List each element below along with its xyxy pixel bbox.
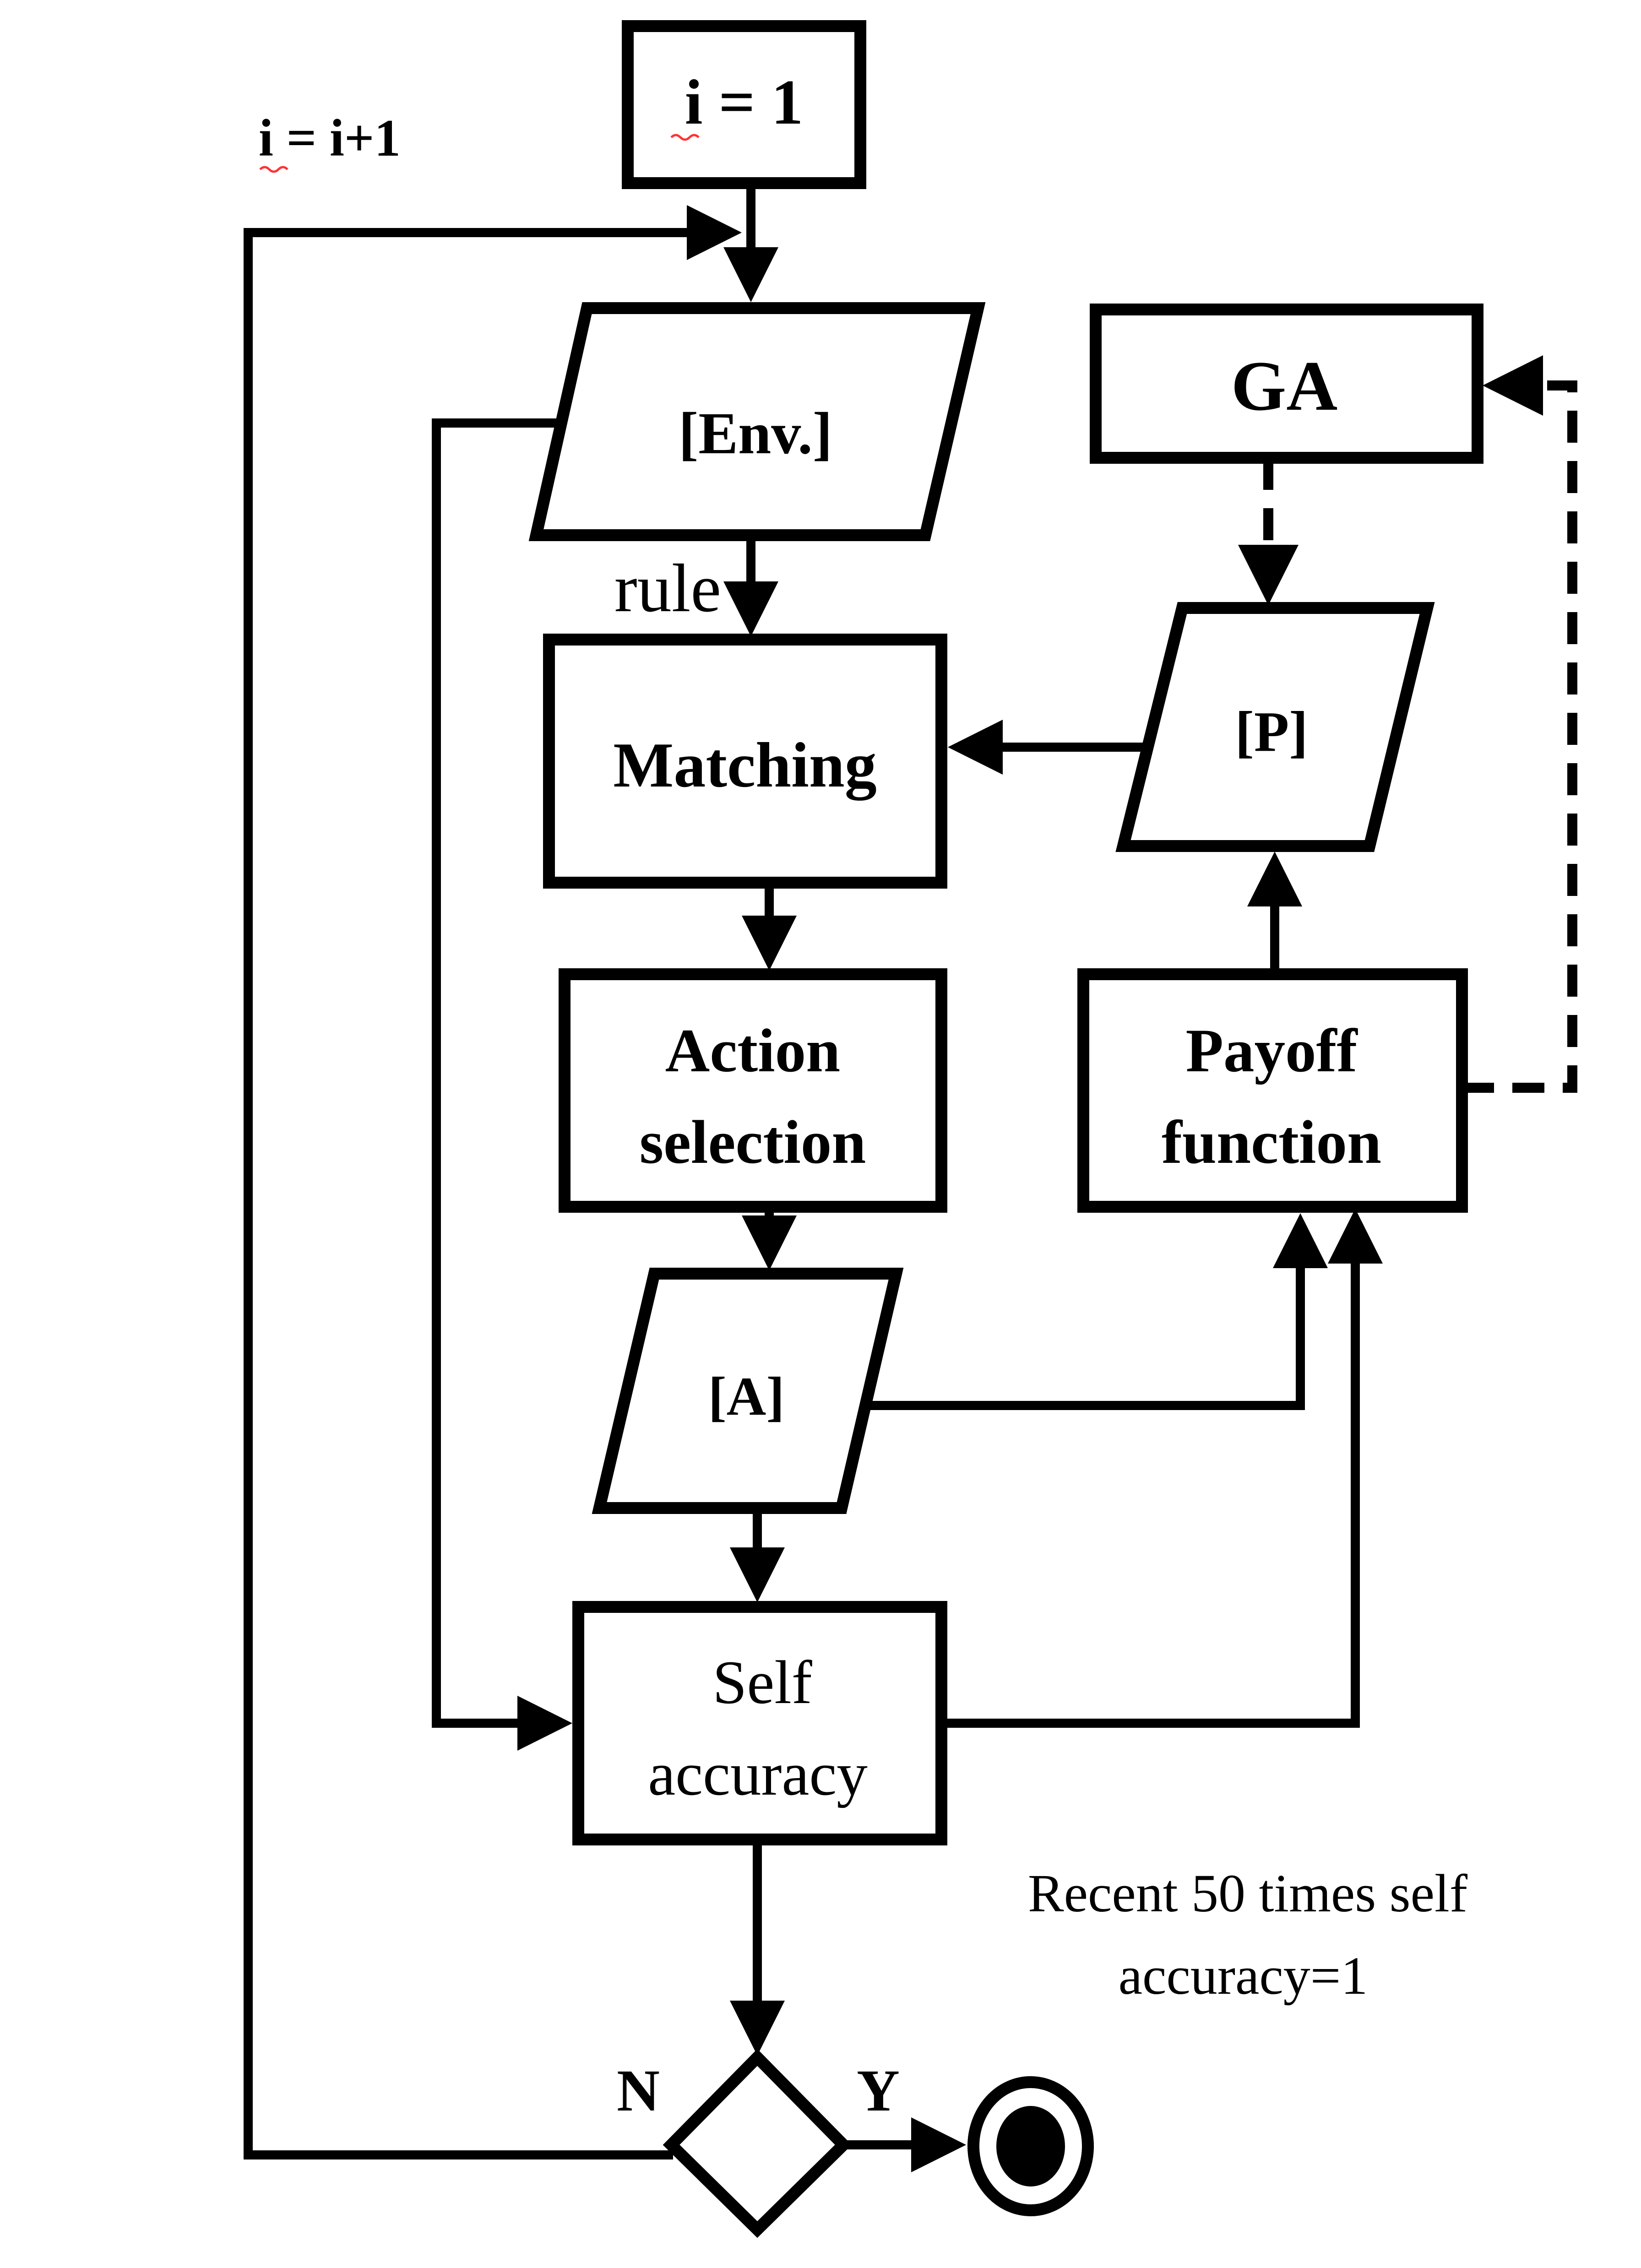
node-init: i = 1 xyxy=(622,20,866,189)
label-yes: Y xyxy=(857,2058,900,2124)
node-a-label: [A] xyxy=(708,1366,785,1427)
spellcheck-squiggle-init xyxy=(670,134,700,141)
node-init-label: i = 1 xyxy=(685,67,804,138)
edge-self-accuracy-to-payoff xyxy=(941,1209,1383,1728)
spellcheck-squiggle-increment xyxy=(259,166,288,173)
label-no: N xyxy=(617,2058,660,2124)
node-action-label-line2: selection xyxy=(640,1108,866,1177)
label-rule: rule xyxy=(614,550,721,626)
node-action-selection: Action selection xyxy=(559,968,947,1213)
node-matching: Matching xyxy=(543,634,947,889)
node-end xyxy=(967,2076,1094,2216)
label-condition-line2: accuracy=1 xyxy=(1119,1946,1368,2006)
edge-loop-back xyxy=(244,205,742,2159)
node-self-label-line1: Self xyxy=(712,1649,812,1717)
label-condition-line1: Recent 50 times self xyxy=(1028,1863,1468,1923)
node-decision xyxy=(663,2049,852,2238)
node-ga-label: GA xyxy=(1231,347,1338,425)
edge-env-to-self-accuracy xyxy=(432,418,572,1751)
node-a: [A] xyxy=(592,1268,904,1514)
label-increment: i = i+1 xyxy=(259,109,401,167)
end-dot xyxy=(996,2106,1065,2187)
node-payoff-function: Payoff function xyxy=(1077,968,1468,1213)
node-matching-label: Matching xyxy=(613,730,877,801)
node-env-label: [Env.] xyxy=(679,401,832,467)
node-self-label-line2: accuracy xyxy=(648,1740,868,1808)
node-payoff-label-line2: function xyxy=(1162,1108,1381,1177)
node-action-label-line1: Action xyxy=(665,1017,840,1085)
edge-a-to-payoff xyxy=(865,1213,1328,1410)
node-env: [Env.] xyxy=(528,302,986,541)
node-p-label: [P] xyxy=(1235,700,1308,764)
edge-payoff-to-ga xyxy=(1462,355,1577,1093)
node-p: [P] xyxy=(1115,602,1435,852)
node-self-accuracy: Self accuracy xyxy=(572,1601,947,1845)
node-ga: GA xyxy=(1090,304,1483,464)
node-payoff-label-line1: Payoff xyxy=(1186,1017,1358,1085)
